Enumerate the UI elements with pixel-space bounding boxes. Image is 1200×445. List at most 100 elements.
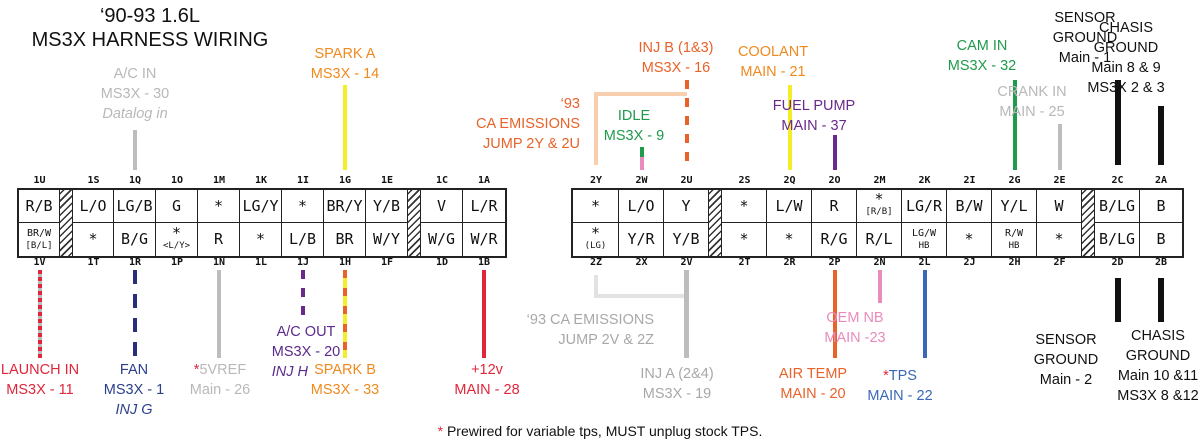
pin-cell-2k: LG/R [902, 190, 947, 223]
wire-tps-2l [922, 270, 927, 358]
pin-cell-2c: B/LG [1095, 190, 1140, 223]
footnote: * Prewired for variable tps, MUST unplug… [0, 423, 1200, 439]
pin-label-1m: 1M [212, 175, 226, 186]
pin-label-1r: 1R [128, 257, 142, 268]
pin-label-2d: 2D [1111, 257, 1124, 268]
pin-cell-2j: * [947, 223, 992, 256]
pin-label-1g: 1G [338, 175, 352, 186]
pin-label-2p: 2P [828, 257, 841, 268]
pin-label-2n: 2N [873, 257, 886, 268]
pin-label-2v: 2V [680, 257, 693, 268]
pin-cell-1i: * [282, 190, 324, 223]
wire-inj-a-2v [684, 270, 689, 358]
pin-cell-2y: * [573, 190, 619, 223]
wire-launch-1v [37, 270, 42, 358]
pin-label-1c: 1C [435, 175, 449, 186]
pin-cell-1k: LG/Y [240, 190, 282, 223]
pin-cell-1r: B/G [114, 223, 156, 256]
wire-5vref-1n [217, 270, 221, 358]
pin-cell-2e: W [1037, 190, 1082, 223]
wire-sensor-ground-2c [1114, 80, 1121, 165]
pin-cell-1m: * [198, 190, 240, 223]
wire-ca93-bottom-bracket [594, 294, 687, 298]
pin-cell-1q: LG/B [114, 190, 156, 223]
pin-cell-2p: R/G [812, 223, 857, 256]
pin-cell-1n: R [198, 223, 240, 256]
connector-key-hatch [1082, 190, 1095, 256]
pin-cell-2q: L/W [767, 190, 812, 223]
wire-ac-in-1q [133, 130, 137, 170]
pin-label-1i: 1I [296, 175, 310, 186]
pin-cell-1g: BR/Y [324, 190, 366, 223]
wire-idle-2w-pink [639, 157, 644, 170]
pin-cell-2m: *[R/B] [857, 190, 902, 223]
pin-label-2o: 2O [828, 175, 841, 186]
pin-label-2k: 2K [918, 175, 931, 186]
wire-12v-1b [482, 270, 486, 358]
pin-label-2r: 2R [783, 257, 796, 268]
pin-label-1d: 1D [435, 257, 449, 268]
pin-cell-1u: R/B [19, 190, 60, 223]
pin-cell-1p: *<L/Y> [156, 223, 198, 256]
wire-oem-nb-2n [877, 270, 882, 303]
pin-cell-2u: Y [664, 190, 709, 223]
pin-cell-1j: L/B [282, 223, 324, 256]
wire-ca93-top-bracket [594, 92, 687, 96]
wire-ac-out-1j [301, 270, 305, 320]
wire-spark-a-1g [343, 85, 347, 170]
pin-label-2b: 2B [1154, 257, 1168, 268]
pin-cell-1v: BR/W[B/L] [19, 223, 60, 256]
pin-label-1e: 1E [380, 175, 394, 186]
pin-label-2g: 2G [1008, 175, 1021, 186]
pin-label-1v: 1V [33, 257, 46, 268]
pin-label-2m: 2M [873, 175, 886, 186]
pin-cell-2w: L/O [619, 190, 664, 223]
pin-label-2c: 2C [1111, 175, 1124, 186]
pin-label-1o: 1O [170, 175, 184, 186]
wire-ca93-top-2y [594, 92, 598, 165]
pin-cell-2z: *(LG) [573, 223, 619, 256]
pin-label-2u: 2U [680, 175, 693, 186]
pin-label-1l: 1L [254, 257, 268, 268]
pin-label-2i: 2I [963, 175, 976, 186]
pin-label-1j: 1J [296, 257, 310, 268]
pin-cell-2a: B [1140, 190, 1182, 223]
pin-label-2y: 2Y [589, 175, 603, 186]
pin-cell-2n: R/L [857, 223, 902, 256]
pin-cell-2d: B/LG [1095, 223, 1140, 256]
pin-label-2j: 2J [963, 257, 976, 268]
pin-label-2s: 2S [738, 175, 751, 186]
pin-cell-2o: R [812, 190, 857, 223]
label-inj-a: INJ A (2&4)MS3X - 19 [640, 366, 714, 402]
pin-cell-1l: * [240, 223, 282, 256]
wire-air-temp-2p [832, 270, 837, 358]
pin-label-1h: 1H [338, 257, 352, 268]
pin-label-1f: 1F [380, 257, 394, 268]
pin-label-1p: 1P [170, 257, 184, 268]
wire-sensor-ground-2d [1114, 278, 1121, 322]
wire-coolant-2q [787, 85, 792, 170]
pin-label-1s: 1S [87, 175, 100, 186]
pin-cell-1t: * [73, 223, 114, 256]
wire-chasis-ground-2a [1158, 106, 1164, 165]
label-inj-b: INJ B (1&3)MS3X - 16 [638, 40, 714, 76]
wire-spark-b-1h [343, 270, 347, 358]
pin-label-2a: 2A [1154, 175, 1168, 186]
